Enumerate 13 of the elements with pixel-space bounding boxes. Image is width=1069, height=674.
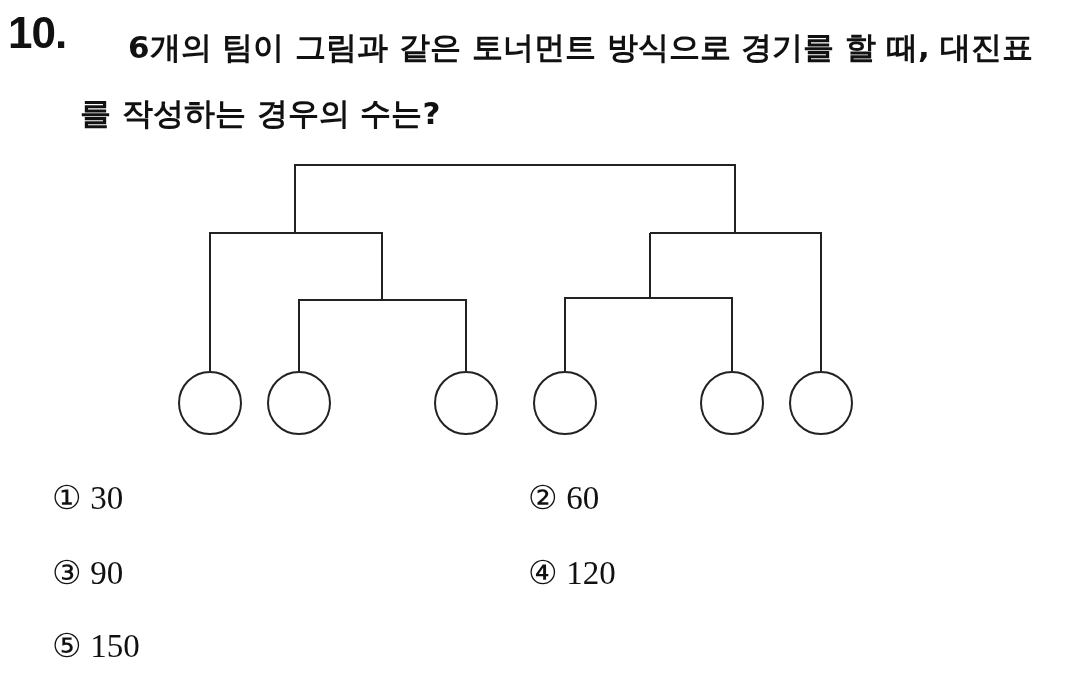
answer-choice: ④ 120 <box>528 554 616 592</box>
team-circle <box>700 371 764 435</box>
answer-choice: ① 30 <box>52 479 124 517</box>
question-number: 10. <box>8 8 67 58</box>
team-circle <box>178 371 242 435</box>
answer-choice: ⑤ 150 <box>52 627 140 665</box>
answer-choice: ③ 90 <box>52 554 124 592</box>
answer-choice: ② 60 <box>528 479 600 517</box>
question-text: 6개의 팀이 그림과 같은 토너먼트 방식으로 경기를 할 때, 대진표를 작성하는 경우의 수는? <box>80 28 1035 133</box>
team-circle <box>267 371 331 435</box>
team-circle <box>533 371 597 435</box>
team-circle <box>789 371 853 435</box>
team-circle <box>434 371 498 435</box>
